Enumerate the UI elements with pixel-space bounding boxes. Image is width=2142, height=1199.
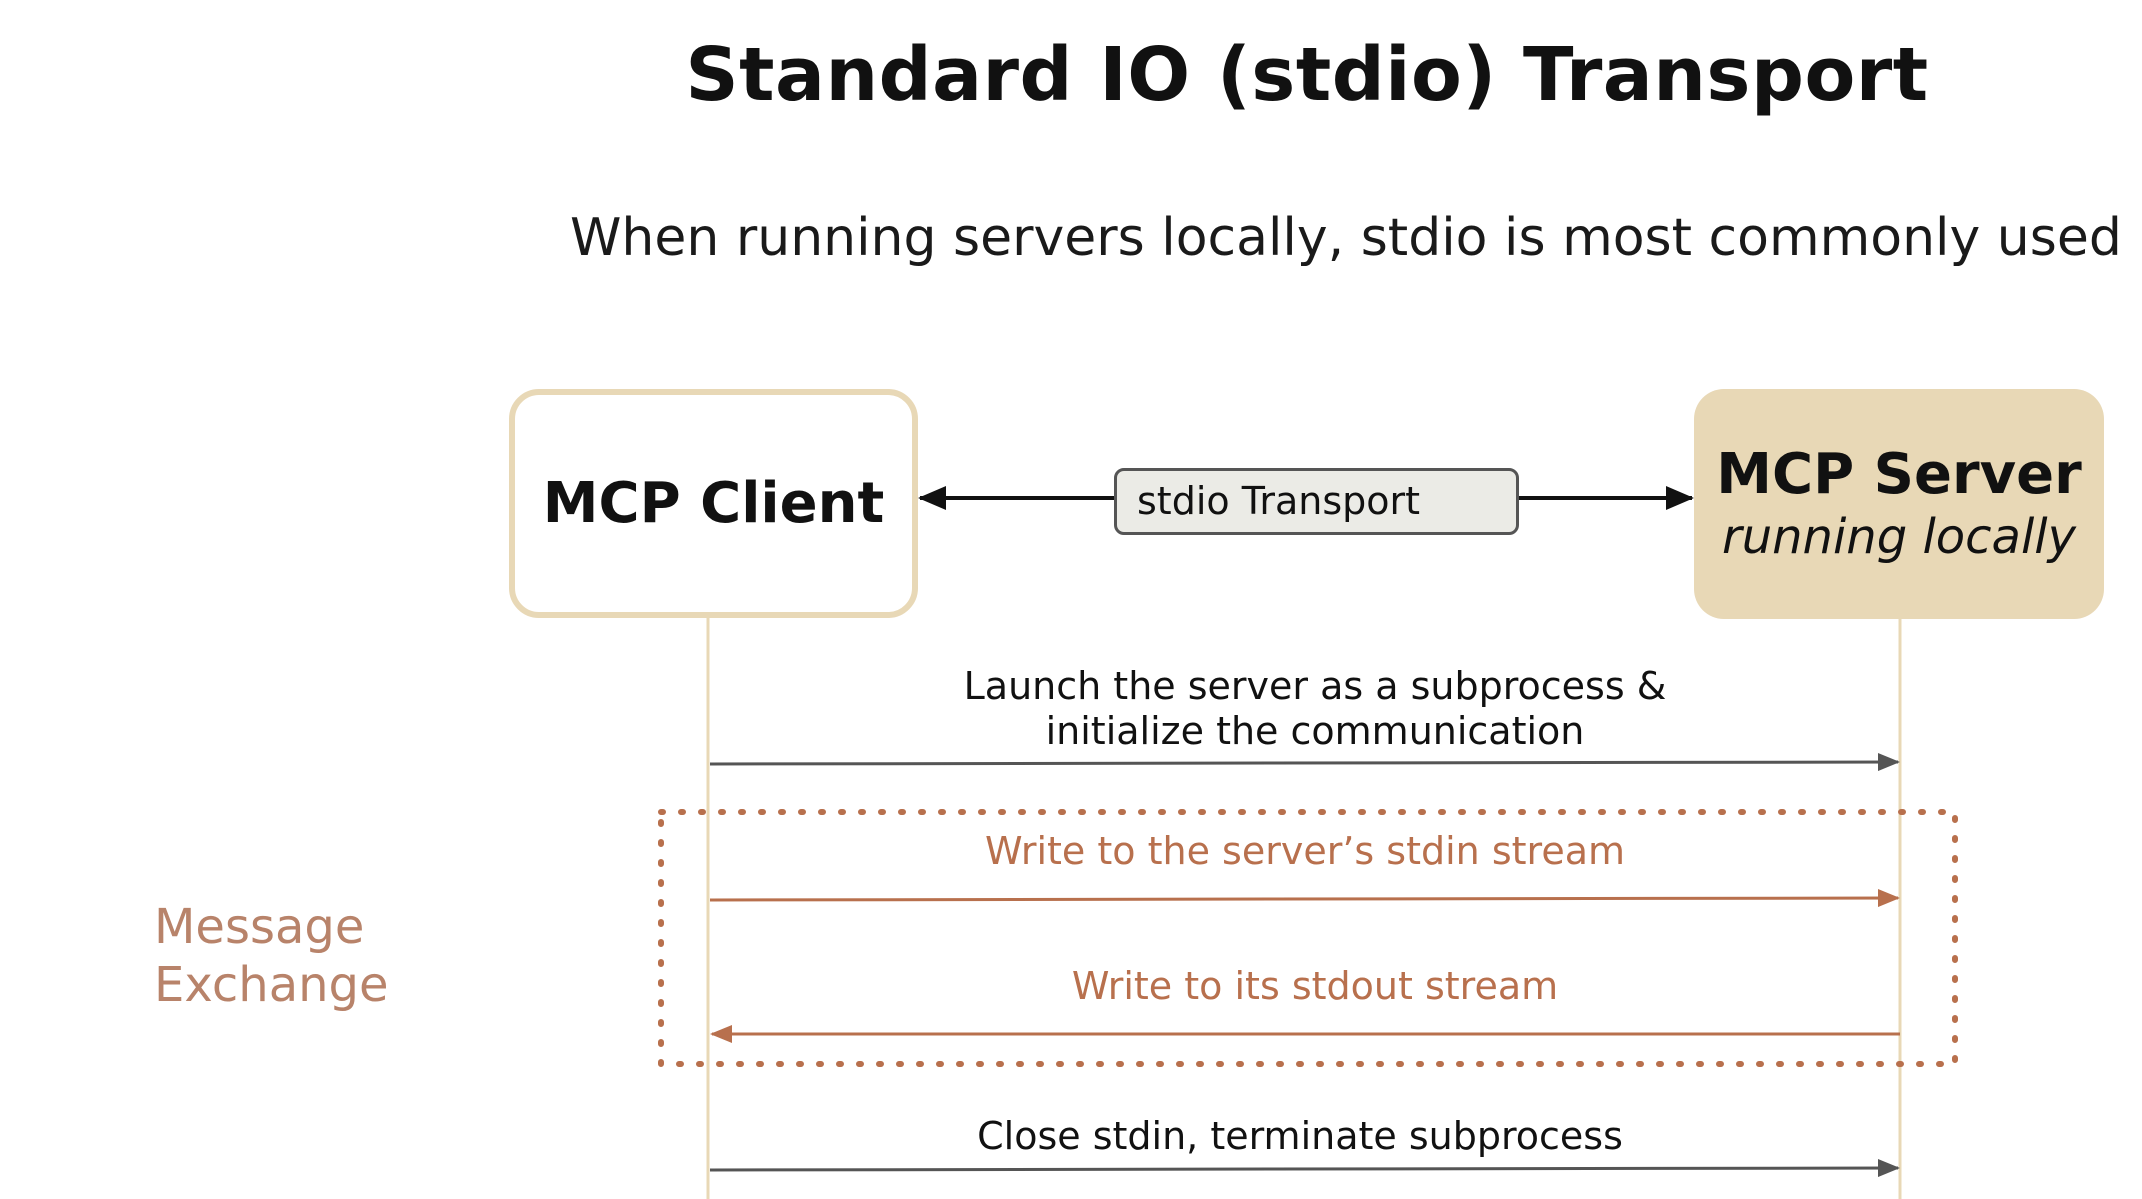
write-stdout-label: Write to its stdout stream [1071, 964, 1559, 1008]
mcp-client-label: MCP Client [542, 471, 885, 536]
mcp-server-sublabel: running locally [1721, 509, 2077, 565]
message-exchange-line2: Exchange [154, 957, 389, 1013]
mcp-client-box: MCP Client [509, 389, 918, 618]
launch-message-line2: initialize the communication [1045, 709, 1585, 753]
write-stdin-label: Write to the server’s stdin stream [984, 829, 1626, 873]
launch-message-line1: Launch the server as a subprocess & [963, 664, 1667, 708]
launch-arrow [709, 753, 1900, 772]
close-arrow [709, 1159, 1900, 1178]
message-exchange-label: Message Exchange [154, 898, 389, 1014]
mcp-server-label: MCP Server [1716, 442, 2082, 507]
page-title: Standard IO (stdio) Transport [685, 32, 1929, 118]
write-stdin-arrow [709, 889, 1900, 908]
close-message-label: Close stdin, terminate subprocess [977, 1114, 1623, 1158]
page-subtitle: When running servers locally, stdio is m… [570, 208, 2122, 268]
mcp-server-box: MCP Server running locally [1694, 389, 2104, 619]
message-exchange-frame [658, 809, 1958, 1067]
message-exchange-line1: Message [154, 899, 365, 955]
stdio-transport-pill: stdio Transport [1114, 468, 1519, 535]
launch-message-label: Launch the server as a subprocess & init… [900, 664, 1730, 754]
